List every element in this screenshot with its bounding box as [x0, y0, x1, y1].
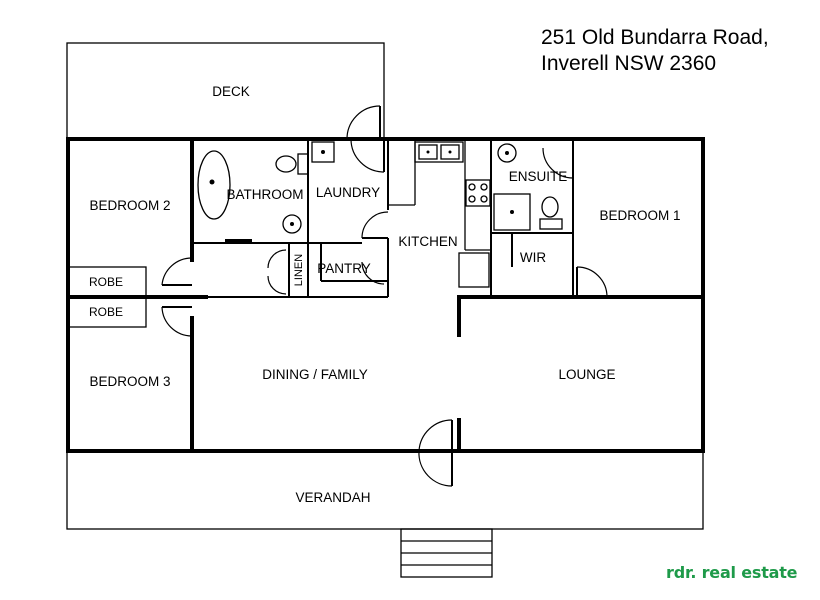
- steps: [400, 528, 493, 578]
- kitchen-bench: [388, 139, 491, 251]
- laundry-tub: [311, 141, 335, 163]
- room-label-robe-upper: ROBE: [89, 275, 123, 289]
- room-label-pantry: PANTRY: [317, 261, 371, 276]
- room-label-lounge: LOUNGE: [558, 367, 615, 382]
- room-label-bathroom: BATHROOM: [227, 187, 304, 202]
- ensuite-basin: [497, 143, 517, 163]
- room-label-wir: WIR: [520, 250, 546, 265]
- logo-brand: rdr: [666, 563, 691, 582]
- room-label-verandah: VERANDAH: [295, 490, 370, 505]
- robe-lower-box: [67, 296, 147, 328]
- logo-suffix: real estate: [696, 563, 798, 582]
- kitchen-sink: [414, 141, 464, 163]
- room-label-robe-lower: ROBE: [89, 305, 123, 319]
- room-label-bedroom-2: BEDROOM 2: [89, 198, 170, 213]
- address-line-1: 251 Old Bundarra Road,: [541, 26, 769, 49]
- logo-dot: .: [690, 563, 697, 582]
- interior-walls: [66, 137, 705, 453]
- fridge: [458, 252, 490, 288]
- toilet-bathroom: [275, 153, 309, 175]
- ensuite-shower: [493, 193, 531, 231]
- room-label-dining-family: DINING / FAMILY: [262, 367, 368, 382]
- cooktop: [465, 179, 491, 207]
- basin-bathroom: [282, 214, 302, 234]
- address-line-2: Inverell NSW 2360: [541, 52, 717, 75]
- room-label-deck: DECK: [212, 84, 250, 99]
- room-label-bedroom-3: BEDROOM 3: [89, 374, 170, 389]
- room-label-ensuite: ENSUITE: [509, 169, 568, 184]
- room-label-laundry: LAUNDRY: [316, 185, 380, 200]
- room-label-bedroom-1: BEDROOM 1: [599, 208, 680, 223]
- brand-logo: rdr. real estate: [666, 563, 798, 582]
- bath-tub: [197, 150, 231, 220]
- room-label-linen: LINEN: [293, 254, 305, 286]
- room-label-kitchen: KITCHEN: [398, 234, 457, 249]
- ensuite-toilet: [539, 196, 563, 230]
- doors: [161, 105, 608, 487]
- verandah-outline: [66, 450, 704, 530]
